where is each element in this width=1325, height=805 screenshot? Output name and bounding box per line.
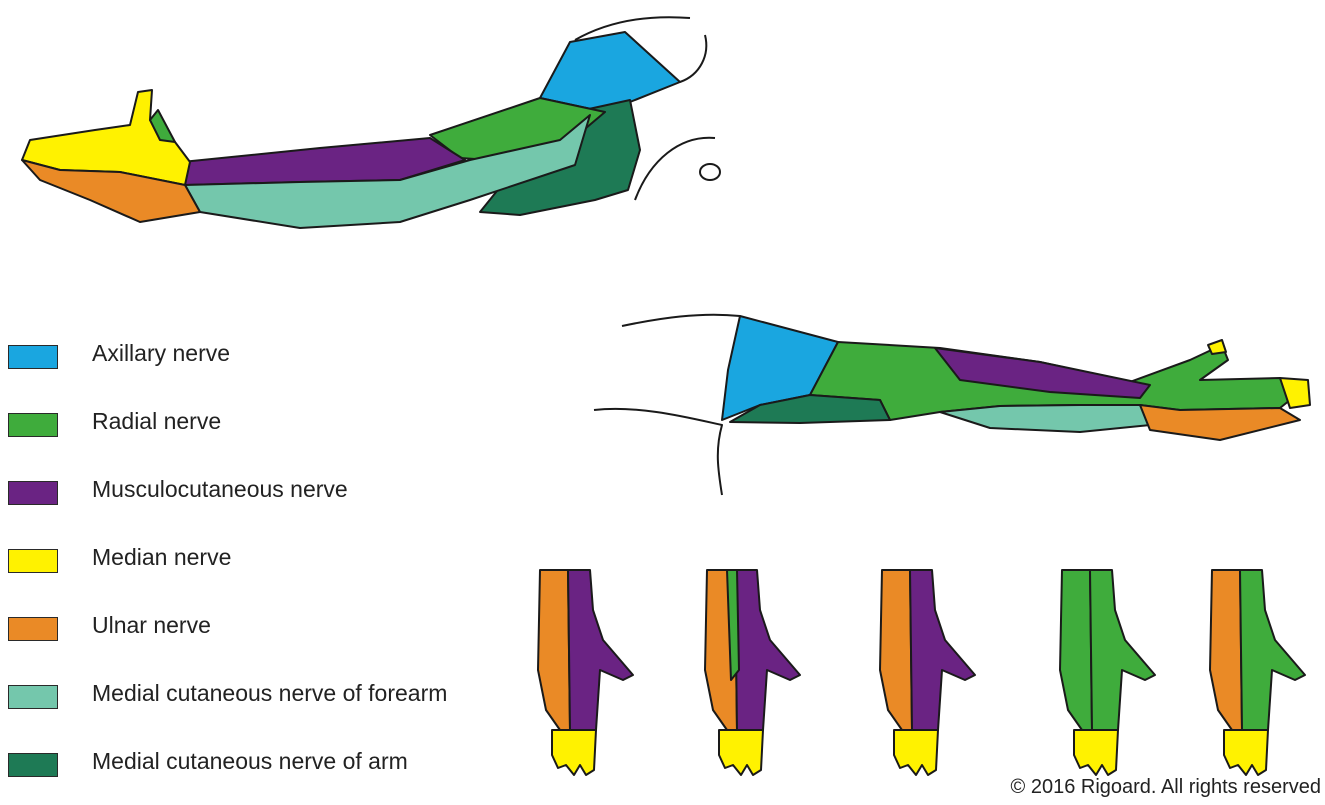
hand-region-left — [538, 570, 570, 730]
legend-swatch — [8, 345, 58, 369]
legend-item: Medial cutaneous nerve of arm — [8, 746, 528, 776]
legend-label: Medial cutaneous nerve of forearm — [92, 678, 447, 708]
hand-1 — [538, 570, 633, 775]
legend-item: Musculocutaneous nerve — [8, 474, 528, 504]
torso-outline — [680, 35, 706, 82]
legend-swatch — [8, 481, 58, 505]
hand-5 — [1210, 570, 1305, 775]
hand-fingertips — [1074, 730, 1118, 775]
hand-region-left — [1210, 570, 1242, 730]
hand-region-left — [1060, 570, 1092, 730]
hand-region-right — [735, 570, 800, 730]
legend-item: Ulnar nerve — [8, 610, 528, 640]
region-medial-forearm-posterior — [940, 405, 1150, 432]
legend-swatch — [8, 413, 58, 437]
hand-fingertips — [1224, 730, 1268, 775]
region-axillary-anterior — [540, 32, 680, 112]
side-outline — [594, 409, 722, 495]
hand-region-right — [910, 570, 975, 730]
hand-2 — [705, 570, 800, 775]
hand-region-right — [568, 570, 633, 730]
legend-label: Musculocutaneous nerve — [92, 474, 348, 504]
legend-label: Radial nerve — [92, 406, 221, 436]
hand-region-right — [1240, 570, 1305, 730]
legend-item: Axillary nerve — [8, 338, 528, 368]
legend-label: Median nerve — [92, 542, 231, 572]
legend-swatch — [8, 617, 58, 641]
nipple-outline — [700, 164, 720, 180]
legend-swatch — [8, 753, 58, 777]
legend-label: Axillary nerve — [92, 338, 230, 368]
legend-swatch — [8, 549, 58, 573]
shoulder-outline — [575, 17, 690, 40]
hand-region-left — [880, 570, 912, 730]
legend-swatch — [8, 685, 58, 709]
legend-item: Median nerve — [8, 542, 528, 572]
legend-item: Radial nerve — [8, 406, 528, 436]
legend-label: Medial cutaneous nerve of arm — [92, 746, 408, 776]
hand-region-right — [1090, 570, 1155, 730]
region-median-thumbtip — [1208, 340, 1226, 354]
hand-fingertips — [719, 730, 763, 775]
hand-fingertips — [894, 730, 938, 775]
legend-label: Ulnar nerve — [92, 610, 211, 640]
anterior-arm-illustration — [22, 17, 720, 228]
hand-3 — [880, 570, 975, 775]
hand-fingertips — [552, 730, 596, 775]
legend-item: Medial cutaneous nerve of forearm — [8, 678, 528, 708]
hand-4 — [1060, 570, 1155, 775]
hands-row — [538, 570, 1305, 775]
chest-outline — [635, 138, 715, 200]
posterior-arm-illustration — [594, 315, 1310, 495]
copyright-notice: © 2016 Rigoard. All rights reserved — [1011, 776, 1321, 799]
back-outline — [622, 315, 740, 326]
region-ulnar-posterior — [1140, 405, 1300, 440]
